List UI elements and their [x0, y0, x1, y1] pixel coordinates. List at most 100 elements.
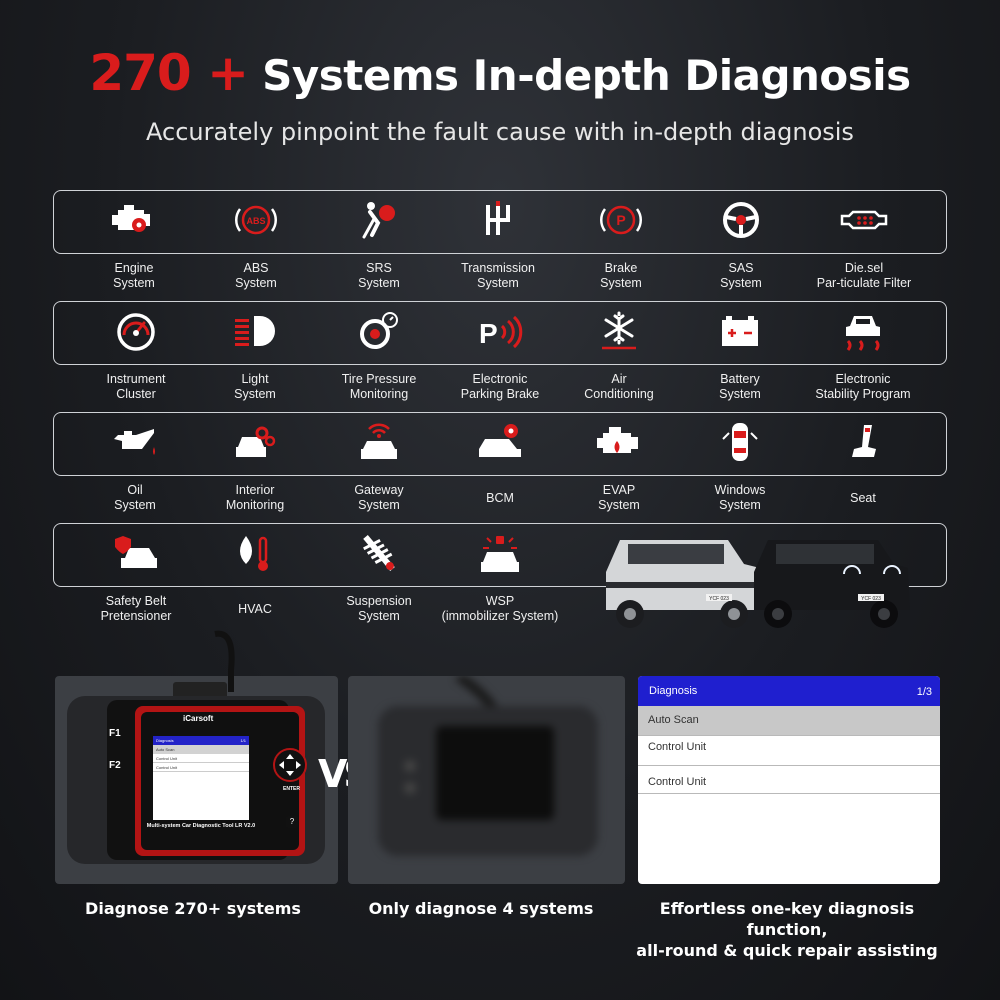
thermometer-drop-icon [240, 536, 268, 571]
menu-item-auto-scan[interactable]: Auto Scan [638, 706, 940, 736]
system-label: Suspension System [346, 594, 412, 623]
gear-shift-icon [486, 201, 510, 235]
system-stability-program: Electronic Stability Program [793, 308, 933, 402]
car-top-view-icon [722, 423, 758, 461]
engine-icon [112, 205, 150, 232]
device-footer: Multi-system Car Diagnostic Tool LR V2.0 [146, 823, 256, 829]
parking-sensor-icon: P [479, 315, 523, 349]
system-label: WSP (immobilizer System) [441, 594, 559, 623]
system-gateway: Gateway System [309, 419, 449, 513]
device-screen-header: Diagnosis 1/1 [153, 736, 249, 745]
brake-icon: P [600, 205, 642, 235]
systems-row-1-frame [53, 190, 947, 254]
system-label: Die.sel Par-ticulate Filter [816, 261, 912, 290]
systems-row-4-frame [53, 523, 947, 587]
svg-text:P: P [616, 212, 625, 228]
system-interior-monitoring: Interior Monitoring [185, 419, 325, 513]
system-engine: Engine System [64, 197, 204, 291]
car-shield-icon [115, 536, 157, 568]
oil-can-icon [114, 429, 155, 455]
stability-car-icon [846, 316, 880, 351]
system-label: Windows System [714, 483, 766, 512]
page-title: 270 + Systems In-depth Diagnosis [0, 44, 1000, 102]
battery-icon [722, 316, 758, 346]
device-key-f1[interactable]: F1 [109, 728, 121, 739]
menu-item-control-unit[interactable]: Control Unit [638, 736, 940, 766]
evap-engine-icon [597, 427, 638, 453]
menu-title: Diagnosis [649, 685, 698, 697]
system-label: Battery System [719, 372, 761, 401]
immobilizer-car-icon [481, 536, 519, 572]
system-label: Electronic Parking Brake [460, 372, 540, 401]
system-srs: SRS System [309, 197, 449, 291]
car-gears-icon [236, 426, 276, 457]
system-label: Tire Pressure Monitoring [341, 372, 417, 401]
system-battery: Battery System [670, 308, 810, 402]
system-label: Oil System [114, 483, 156, 512]
system-bcm: BCM [430, 419, 570, 506]
system-suspension: Suspension System [309, 530, 449, 624]
system-brake: P Brake System [551, 197, 691, 291]
system-seat: Seat [793, 419, 933, 506]
device-dpad[interactable] [273, 748, 307, 782]
device-key-help[interactable]: ? [286, 816, 298, 828]
system-abs: ABS ABS System [186, 197, 326, 291]
system-label: Instrument Cluster [106, 372, 166, 401]
system-safety-belt: Safety Belt Pretensioner [66, 530, 206, 624]
device-screen-row: Control Unit [153, 763, 249, 772]
device-panel: iCarsoft F1 F2 ENTER ? Diagnosis 1/1 Aut… [55, 630, 338, 884]
system-label: SAS System [720, 261, 762, 290]
snowflake-icon [602, 311, 636, 350]
system-wsp: WSP (immobilizer System) [430, 530, 570, 624]
system-label: Interior Monitoring [225, 483, 285, 512]
system-windows: Windows System [670, 419, 810, 513]
system-label: Safety Belt Pretensioner [100, 594, 172, 623]
system-label: Seat [850, 491, 876, 505]
competitor-panel [348, 676, 625, 884]
menu-page: 1/3 [916, 686, 932, 698]
menu-header: Diagnosis 1/3 [638, 676, 940, 706]
menu-panel: Diagnosis 1/3 Auto Scan Control Unit Con… [638, 676, 940, 884]
svg-text:P: P [479, 318, 498, 349]
device-key-f2[interactable]: F2 [109, 760, 121, 771]
device-brand: iCarsoft [183, 714, 214, 723]
system-label: EVAP System [598, 483, 640, 512]
systems-row-2-frame [53, 301, 947, 365]
device-key-enter[interactable]: ENTER [283, 786, 300, 792]
seat-icon [852, 425, 876, 457]
device-screen: Diagnosis 1/1 Auto Scan Control Unit Con… [153, 736, 249, 820]
system-dpf: Die.sel Par-ticulate Filter [794, 197, 934, 291]
system-label: Engine System [113, 261, 155, 290]
blurred-device-illustration [378, 676, 598, 856]
device-screen-row: Auto Scan [153, 745, 249, 754]
abs-icon: ABS [235, 205, 277, 235]
system-tire-pressure: Tire Pressure Monitoring [309, 308, 449, 402]
system-label: Transmission System [461, 261, 535, 290]
system-parking-brake: P Electronic Parking Brake [430, 308, 570, 402]
system-evap: EVAP System [549, 419, 689, 513]
gauge-icon [117, 313, 155, 351]
caption-left: Diagnose 270+ systems [85, 899, 301, 918]
system-label: Gateway System [354, 483, 404, 512]
headlight-icon [235, 316, 275, 346]
right-car-plate: YCF 023 [861, 596, 881, 602]
systems-row-3-frame [53, 412, 947, 476]
system-light: Light System [185, 308, 325, 402]
page-subtitle: Accurately pinpoint the fault cause with… [146, 118, 854, 146]
system-label: HVAC [238, 602, 272, 616]
system-instrument-cluster: Instrument Cluster [66, 308, 206, 402]
system-sas: SAS System [671, 197, 811, 291]
device-screen-row: Control Unit [153, 754, 249, 763]
menu-item-control-unit[interactable]: Control Unit [638, 766, 940, 794]
shock-absorber-icon [363, 534, 395, 572]
dpad-arrows-icon [279, 754, 301, 776]
system-label: Electronic Stability Program [815, 372, 911, 401]
system-label: BCM [486, 491, 514, 505]
headline-text: Systems In-depth Diagnosis [262, 51, 911, 100]
left-car-plate: YCF 023 [709, 596, 729, 602]
system-transmission: Transmission System [428, 197, 568, 291]
device-screen-page: 1/1 [240, 738, 246, 743]
svg-text:ABS: ABS [246, 216, 265, 226]
system-oil: Oil System [65, 419, 205, 513]
airbag-icon [362, 202, 395, 239]
